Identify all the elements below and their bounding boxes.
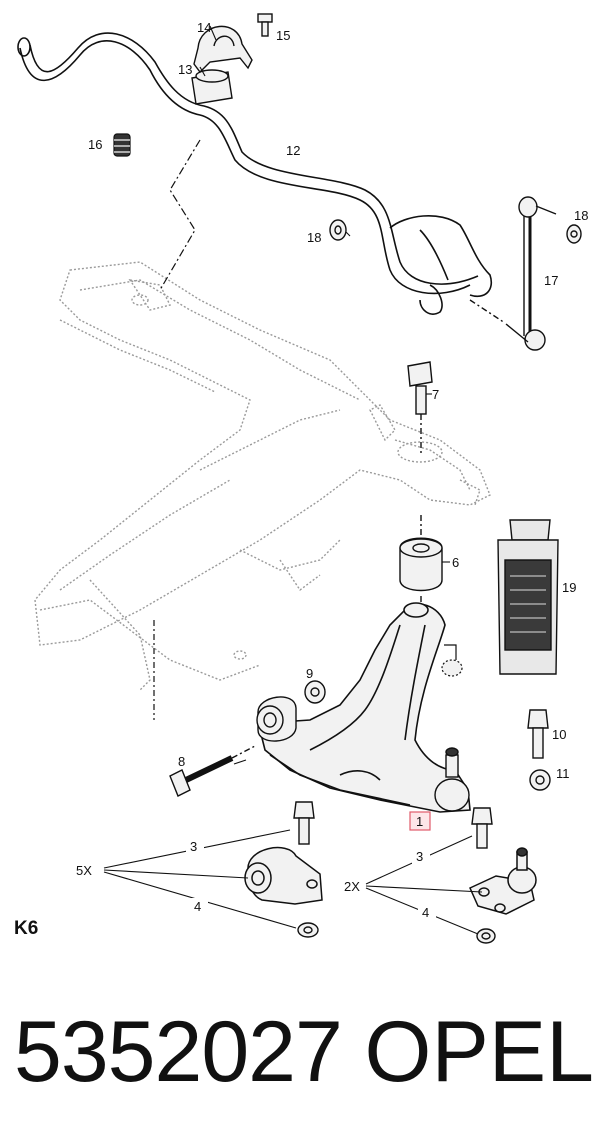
callout-11: 11 (556, 766, 570, 781)
callout-9: 9 (306, 666, 313, 681)
plug-small (441, 659, 463, 677)
leader-bar-to-frame (159, 139, 201, 291)
callout-6: 6 (452, 555, 459, 570)
callout-3-right: 3 (416, 849, 423, 864)
nut-16 (113, 133, 131, 157)
bolt-10 (527, 709, 549, 759)
subframe-ghost (34, 261, 491, 691)
bushing-bracket-left (244, 846, 323, 905)
callout-12: 12 (286, 143, 300, 158)
stabilizer-bar (17, 32, 492, 315)
callout-4-right: 4 (422, 905, 429, 920)
ball-joint-right (469, 847, 537, 915)
callout-16: 16 (88, 137, 102, 152)
callout-4-left: 4 (194, 899, 201, 914)
section-label: K6 (14, 918, 39, 939)
callout-15: 15 (276, 28, 290, 43)
arm-ball-joint (434, 747, 470, 812)
stabilizer-link-17 (469, 196, 557, 351)
bottle-19 (497, 519, 559, 675)
nut-18-left (329, 219, 347, 241)
part-number: 5352027 (14, 1004, 343, 1100)
callout-13: 13 (178, 62, 192, 77)
callout-1: 1 (416, 814, 423, 829)
guide-bracket (444, 644, 457, 660)
callout-5x: 5X (76, 863, 92, 878)
exploded-parts-diagram: 14 15 13 16 12 18 18 17 7 6 19 9 10 11 8… (17, 13, 588, 944)
bushing-6 (399, 515, 443, 605)
bolt-8 (169, 745, 256, 797)
bushing-13 (191, 69, 233, 105)
callout-18-left: 18 (307, 230, 321, 245)
callout-8: 8 (178, 754, 185, 769)
brand-name: OPEL (364, 1004, 594, 1100)
callout-18-right: 18 (574, 208, 588, 223)
bolt-3-right (471, 807, 493, 849)
nut-4-left (297, 922, 319, 938)
nut-9 (304, 680, 326, 704)
bolt-7 (407, 361, 433, 455)
callout-14: 14 (197, 20, 211, 35)
callout-3-left: 3 (190, 839, 197, 854)
control-arm-1 (259, 602, 471, 813)
clamp-14 (193, 25, 253, 74)
callout-2x: 2X (344, 879, 360, 894)
nut-11 (529, 769, 551, 791)
bolt-15 (257, 13, 273, 37)
callout-17: 17 (544, 273, 558, 288)
callout-7: 7 (432, 387, 439, 402)
callout-19: 19 (562, 580, 576, 595)
arm-front-bushing (256, 696, 297, 742)
callout-10: 10 (552, 727, 566, 742)
bolt-3-left (293, 801, 315, 845)
footer: 5352027 OPEL (14, 1002, 594, 1112)
callout-1-box (409, 811, 431, 831)
nut-4-right (476, 928, 496, 944)
nut-18-right (566, 224, 582, 244)
